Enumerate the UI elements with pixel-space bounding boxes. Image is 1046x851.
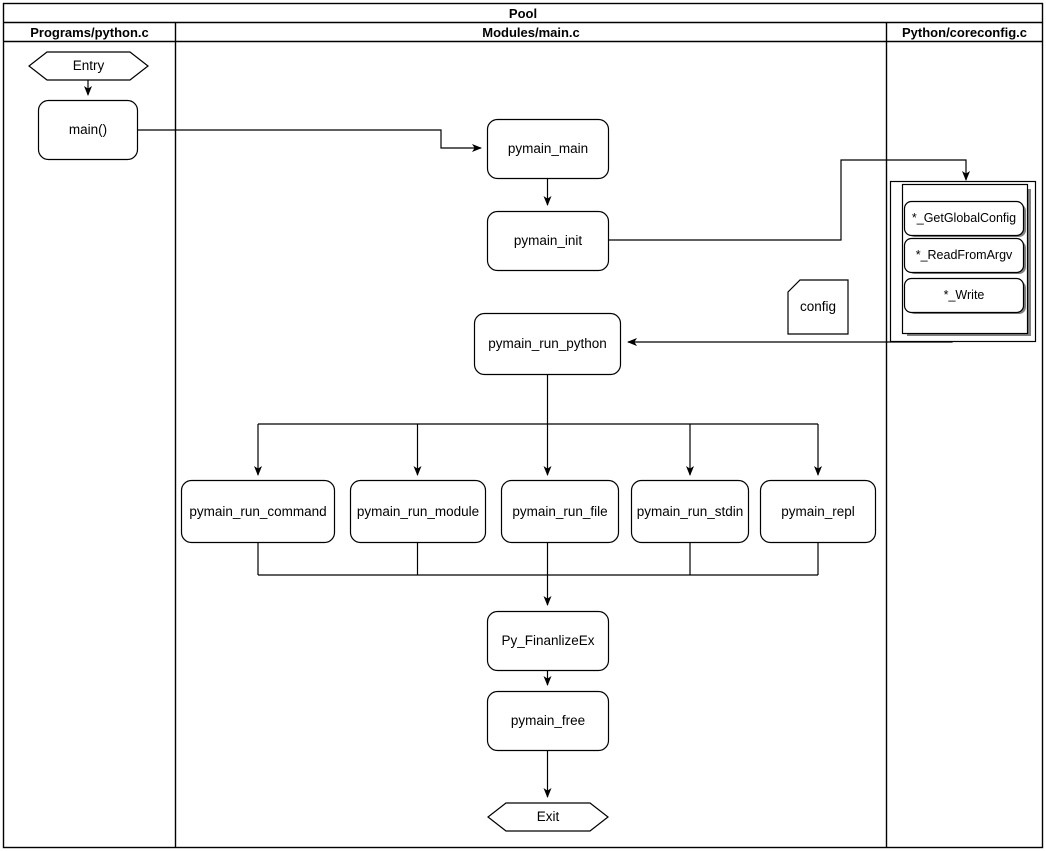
node-pymain-run-python-shape[interactable]: [473, 312, 622, 376]
node-pymain-run-command-shape[interactable]: [180, 479, 336, 544]
coreconfig-item-read-from-argv-shape[interactable]: [903, 237, 1025, 274]
node-pymain-run-stdin-shape[interactable]: [630, 479, 750, 544]
coreconfig-group-shape: [889, 180, 1037, 343]
edge-init-to-coreconfig: [608, 159, 970, 241]
lane-title-modules-main-c: Modules/main.c: [482, 24, 580, 40]
coreconfig-item-write-shape[interactable]: [903, 277, 1025, 314]
node-py-finanlizeex-shape[interactable]: [486, 610, 610, 672]
lane-title-programs-python-c: Programs/python.c: [30, 24, 149, 40]
node-pymain-main-shape[interactable]: [486, 118, 610, 180]
pool-title: Pool: [508, 5, 538, 21]
node-pymain-run-module-shape[interactable]: [349, 479, 487, 544]
node-pymain-free-shape[interactable]: [486, 690, 610, 752]
node-exit-shape[interactable]: [487, 802, 609, 832]
node-pymain-run-file-shape[interactable]: [500, 479, 620, 544]
node-main-shape[interactable]: [37, 99, 139, 161]
node-pymain-init-shape[interactable]: [486, 210, 610, 272]
node-pymain-repl-shape[interactable]: [759, 479, 877, 544]
lane-title-python-coreconfig-c: Python/coreconfig.c: [902, 24, 1027, 40]
connector-layer: [84, 80, 970, 798]
edge-main-to-pymain-main: [138, 129, 482, 152]
node-entry-shape[interactable]: [28, 51, 149, 81]
coreconfig-item-get-global-config-shape[interactable]: [903, 200, 1025, 237]
node-config-shape[interactable]: [787, 279, 849, 335]
